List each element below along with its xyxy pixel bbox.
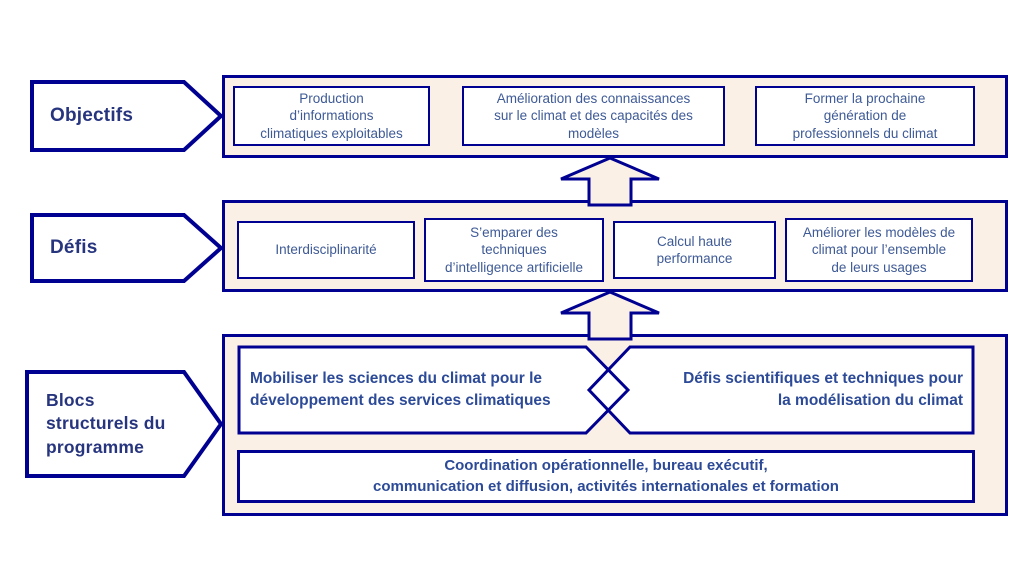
defi-box-4: Améliorer les modèles de climat pour l’e… xyxy=(785,218,973,282)
defi-box-3: Calcul haute performance xyxy=(613,221,776,279)
right-block-text: Défis scientifiques et techniques pour l… xyxy=(683,370,963,409)
up-arrow-icon xyxy=(560,156,660,207)
up-arrow-icon xyxy=(560,290,660,341)
coordination-box: Coordination opérationnelle, bureau exéc… xyxy=(237,450,975,503)
left-block-text: Mobiliser les sciences du climat pour le… xyxy=(250,370,551,409)
objectif-box-2: Amélioration des connaissances sur le cl… xyxy=(462,86,725,146)
objectifs-label: Objectifs xyxy=(50,105,134,126)
defi-box-2: S’emparer des techniques d’intelligence … xyxy=(424,218,604,282)
defis-label: Défis xyxy=(50,237,98,258)
objectif-box-3: Former la prochaine génération de profes… xyxy=(755,86,975,146)
blocs-label: Blocs structurels du programme xyxy=(46,390,166,457)
objectif-box-1: Production d’informations climatiques ex… xyxy=(233,86,430,146)
defi-box-1: Interdisciplinarité xyxy=(237,221,415,279)
